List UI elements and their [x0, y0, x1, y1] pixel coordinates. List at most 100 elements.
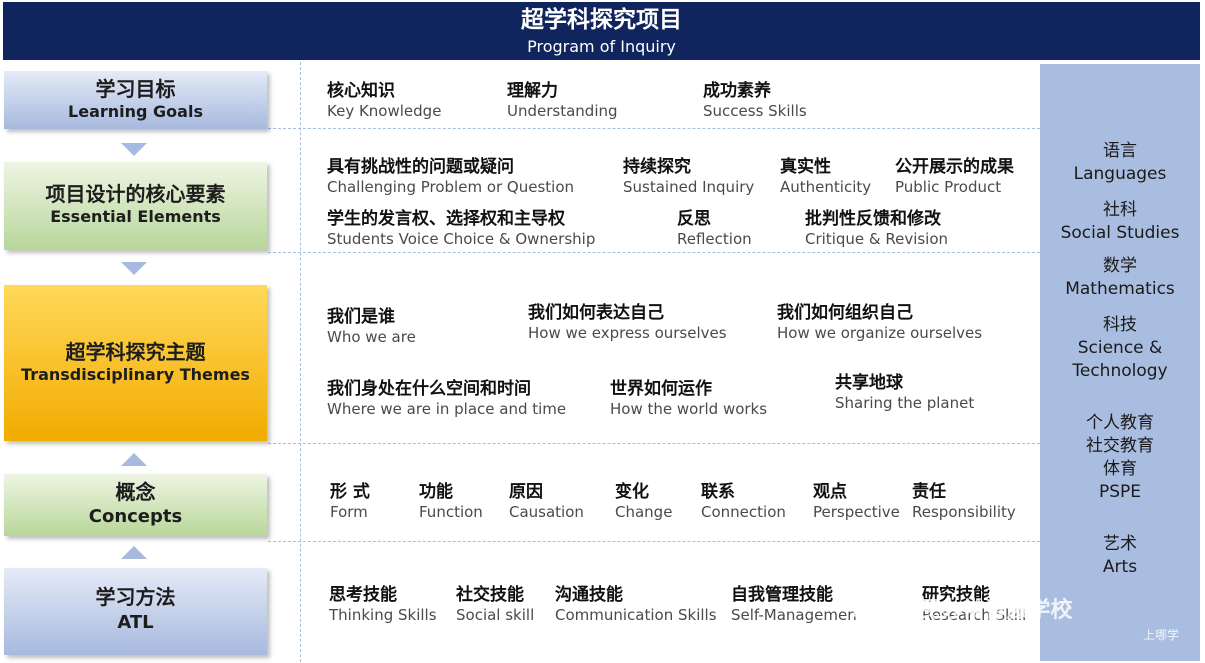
grid-line	[300, 62, 301, 662]
wechat-icon: ✿	[850, 598, 869, 623]
atl-item: 自我管理技能 Self-Managemen	[731, 584, 857, 625]
subject-languages: 语言 Languages	[1040, 140, 1200, 186]
grid-line	[268, 541, 1040, 542]
atl-item: 沟通技能 Communication Skills	[555, 584, 717, 625]
element-zh: 具有挑战性的问题或疑问	[327, 157, 514, 177]
concept-en: Change	[615, 503, 673, 521]
learning-goals-en: Learning Goals	[68, 102, 203, 121]
theme-item: 我们是谁 Who we are	[327, 306, 416, 347]
theme-zh: 我们如何组织自己	[777, 303, 913, 323]
subject-zh: 艺术	[1103, 534, 1137, 554]
concept-item: 观点 Perspective	[813, 481, 900, 522]
themes-en: Transdisciplinary Themes	[21, 365, 250, 384]
concept-zh: 原因	[509, 482, 543, 502]
atl-item-zh: 思考技能	[329, 585, 397, 605]
subject-arts: 艺术 Arts	[1040, 533, 1200, 579]
concept-en: Perspective	[813, 503, 900, 521]
goal-zh: 成功素养	[703, 81, 771, 101]
element-item: 公开展示的成果 Public Product	[895, 156, 1014, 197]
theme-zh: 我们身处在什么空间和时间	[327, 379, 531, 399]
watermark-text: 上海民办常青藤学校	[874, 598, 1073, 623]
essential-elements-box: 项目设计的核心要素 Essential Elements	[4, 162, 267, 250]
atl-item-en: Self-Managemen	[731, 606, 857, 624]
concept-zh: 联系	[701, 482, 735, 502]
atl-item-zh: 社交技能	[456, 585, 524, 605]
atl-item-en: Communication Skills	[555, 606, 717, 624]
subject-en: Mathematics	[1065, 279, 1175, 299]
learning-goals-zh: 学习目标	[95, 77, 176, 101]
theme-en: Where we are in place and time	[327, 400, 567, 418]
concept-zh: 形 式	[330, 482, 370, 502]
atl-item: 社交技能 Social skill	[456, 584, 534, 625]
themes-box: 超学科探究主题 Transdisciplinary Themes	[4, 285, 267, 441]
concept-zh: 责任	[912, 482, 946, 502]
goal-item: 成功素养 Success Skills	[703, 80, 807, 121]
concepts-en: Concepts	[88, 506, 183, 527]
concept-zh: 功能	[419, 482, 453, 502]
subject-en: Social Studies	[1060, 223, 1180, 243]
theme-item: 我们如何组织自己 How we organize ourselves	[777, 302, 982, 343]
atl-box: 学习方法 ATL	[4, 568, 267, 655]
theme-zh: 共享地球	[835, 373, 903, 393]
header-title-en: Program of Inquiry	[527, 37, 676, 56]
essential-elements-en: Essential Elements	[50, 207, 221, 226]
concept-en: Connection	[701, 503, 786, 521]
themes-zh: 超学科探究主题	[65, 340, 206, 364]
watermark-small: 上哪学	[1143, 628, 1180, 642]
concept-en: Responsibility	[912, 503, 1016, 521]
concept-item: 形 式 Form	[330, 481, 370, 522]
concept-en: Form	[330, 503, 368, 521]
theme-en: Who we are	[327, 328, 416, 346]
element-zh: 公开展示的成果	[895, 157, 1014, 177]
atl-item-zh: 研究技能	[922, 585, 990, 605]
atl-item-zh: 自我管理技能	[731, 585, 833, 605]
theme-en: How we organize ourselves	[777, 324, 983, 342]
theme-zh: 我们如何表达自己	[528, 303, 664, 323]
goal-en: Understanding	[507, 102, 618, 120]
element-item: 真实性 Authenticity	[780, 156, 871, 197]
atl-zh: 学习方法	[95, 585, 176, 609]
theme-en: How we express ourselves	[528, 324, 727, 342]
element-zh: 持续探究	[623, 157, 691, 177]
atl-item-en: Social skill	[456, 606, 535, 624]
grid-line	[268, 128, 1040, 129]
element-zh: 反思	[677, 209, 711, 229]
element-zh: 真实性	[780, 157, 831, 177]
header-title-zh: 超学科探究项目	[521, 7, 682, 33]
watermark: ✿上海民办常青藤学校	[850, 592, 1170, 626]
atl-en: ATL	[117, 612, 154, 633]
goal-item: 理解力 Understanding	[507, 80, 618, 121]
atl-item-en: Thinking Skills	[329, 606, 437, 624]
atl-item: 研究技能 Research Skill	[922, 584, 1026, 625]
subject-zh: 个人教育	[1086, 413, 1154, 433]
grid-line	[268, 252, 1040, 253]
subject-zh: 社交教育	[1086, 436, 1154, 456]
header-banner: 超学科探究项目 Program of Inquiry	[3, 2, 1200, 60]
subject-zh: 科技	[1103, 315, 1137, 335]
element-zh: 学生的发言权、选择权和主导权	[327, 209, 565, 229]
element-item: 学生的发言权、选择权和主导权 Students Voice Choice & O…	[327, 208, 595, 249]
element-item: 持续探究 Sustained Inquiry	[623, 156, 754, 197]
theme-zh: 我们是谁	[327, 307, 395, 327]
subject-zh: 语言	[1103, 141, 1137, 161]
essential-elements-zh: 项目设计的核心要素	[45, 182, 226, 206]
element-item: 批判性反馈和修改 Critique & Revision	[805, 208, 948, 249]
element-en: Challenging Problem or Question	[327, 178, 575, 196]
theme-en: Sharing the planet	[835, 394, 975, 412]
concept-item: 原因 Causation	[509, 481, 584, 522]
subject-en: PSPE	[1098, 482, 1142, 502]
theme-item: 共享地球 Sharing the planet	[835, 372, 974, 413]
goal-en: Success Skills	[703, 102, 807, 120]
concept-zh: 观点	[813, 482, 847, 502]
grid-line	[268, 443, 1040, 444]
theme-item: 我们身处在什么空间和时间 Where we are in place and t…	[327, 378, 566, 419]
down-arrow-icon	[121, 143, 147, 156]
subject-zh: 数学	[1103, 256, 1137, 276]
element-item: 具有挑战性的问题或疑问 Challenging Problem or Quest…	[327, 156, 574, 197]
concepts-box: 概念 Concepts	[4, 474, 267, 536]
theme-item: 我们如何表达自己 How we express ourselves	[528, 302, 727, 343]
goal-zh: 理解力	[507, 81, 558, 101]
element-en: Critique & Revision	[805, 230, 949, 248]
concept-item: 责任 Responsibility	[912, 481, 1016, 522]
subject-en: Arts	[1102, 557, 1138, 577]
